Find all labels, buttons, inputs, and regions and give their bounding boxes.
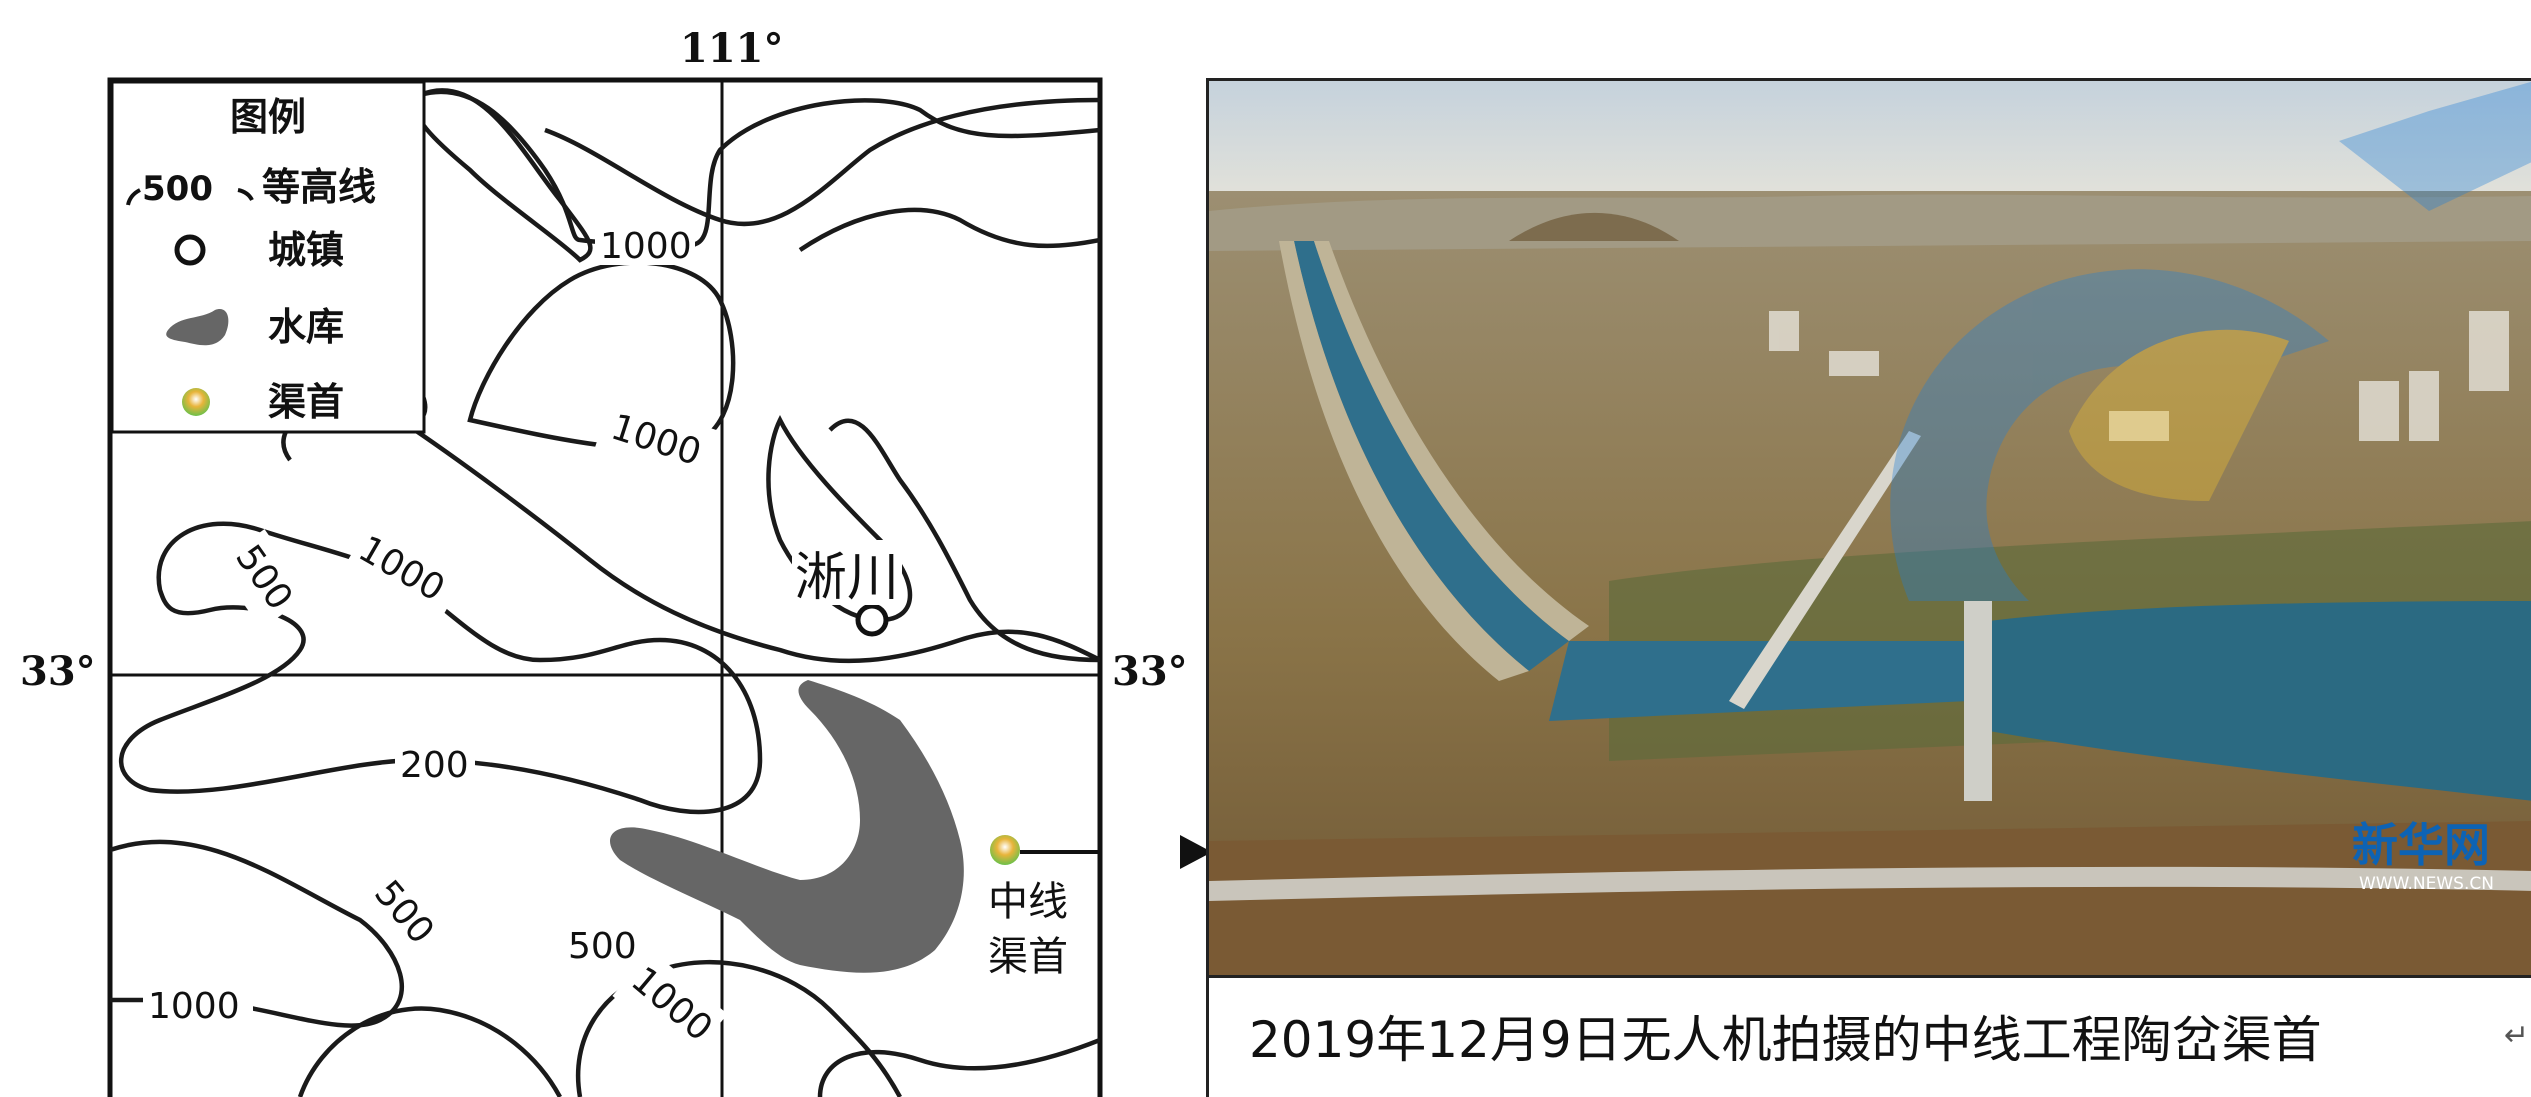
canal-head-label: 中线	[988, 879, 1068, 925]
contour-line	[297, 1006, 562, 1097]
paragraph-mark-icon: ↵	[2504, 1018, 2530, 1053]
contour-line	[817, 1037, 1100, 1097]
contour-line	[419, 89, 1100, 248]
photo-caption-box: 2019年12月9日无人机拍摄的中线工程陶岔渠首 ↵	[1206, 975, 2531, 1097]
town-circle-icon	[855, 603, 889, 637]
pointer-arrow-head	[1180, 835, 1206, 869]
contour-label: 1000	[600, 226, 692, 267]
watermark-site: WWW.NEWS.CN	[2359, 874, 2494, 894]
contour-line	[798, 207, 1100, 252]
latitude-label-right: 33°	[1112, 648, 1188, 695]
contour-line	[575, 959, 902, 1097]
town-circle-icon	[174, 234, 206, 266]
legend-contour-sample: 500	[142, 169, 213, 209]
contour-line-icon	[126, 188, 141, 206]
legend-reservoir-label: 水库	[268, 305, 344, 349]
watermark-logo-shape	[1890, 81, 2531, 601]
contour-line	[412, 88, 593, 263]
town-label: 淅川	[795, 548, 899, 608]
map-legend: 图例 500 等高线 城镇 水库 渠首	[110, 80, 426, 434]
contour-label: 1000	[148, 986, 240, 1027]
reservoir-area	[610, 680, 964, 973]
legend-title: 图例	[230, 95, 306, 139]
legend-canal-head-label: 渠首	[268, 380, 344, 424]
canal-head-label: 渠首	[988, 934, 1068, 980]
contour-label: 200	[400, 745, 469, 786]
contour-line	[544, 97, 1100, 227]
canal-head-dot-icon	[990, 835, 1020, 865]
legend-town-label: 城镇	[268, 228, 344, 272]
contour-line	[828, 418, 1100, 663]
contour-label: 500	[568, 926, 637, 967]
aerial-photo: 新华网 WWW.NEWS.CN	[1206, 78, 2531, 981]
longitude-label: 111°	[680, 25, 784, 72]
photo-caption: 2019年12月9日无人机拍摄的中线工程陶岔渠首	[1249, 1011, 2322, 1069]
watermark-brand: 新华网	[2352, 818, 2490, 872]
legend-contour-label: 等高线	[262, 165, 376, 209]
reservoir-shape-icon	[166, 309, 229, 346]
map-frame	[107, 77, 1103, 1097]
canal-head-dot-icon	[182, 388, 210, 416]
contour-map: 111° 33° 33° 1000 1000 1000 500 200 500	[20, 25, 1206, 1097]
contour-line	[467, 260, 736, 451]
latitude-label-left: 33°	[20, 648, 96, 695]
